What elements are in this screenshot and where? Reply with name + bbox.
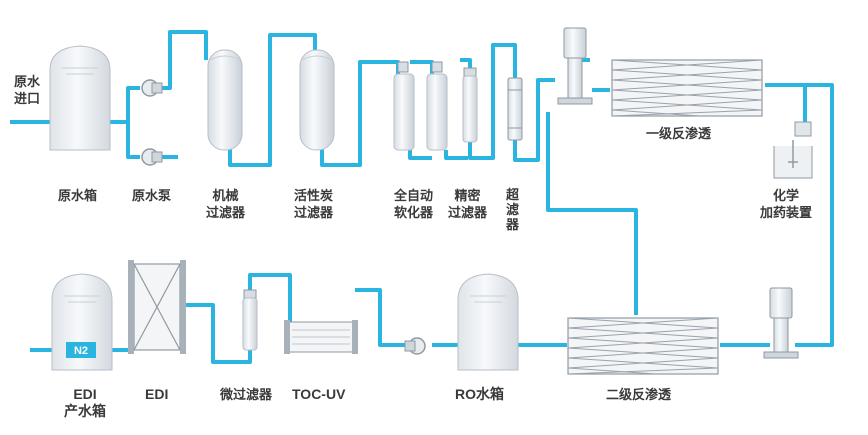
ro-pump-shape <box>404 337 426 355</box>
label-auto-softener: 全自动软化器 <box>394 189 434 221</box>
pipes <box>10 30 834 364</box>
label-raw-water-pump: 原水泵 <box>132 189 172 204</box>
label-chemical-dosing: 化学加药装置 <box>760 189 813 221</box>
ultra-filter-shape <box>507 77 523 141</box>
label-ultra-filter: 超滤器 <box>506 188 520 233</box>
booster-pump-2-shape <box>763 287 799 359</box>
label-second-stage-ro: 二级反渗透 <box>606 388 672 403</box>
raw-water-pump-shapes <box>141 79 163 166</box>
ro-tank-shape <box>457 273 519 371</box>
micro-filter-shape <box>242 289 258 351</box>
label-edi: EDI <box>145 386 169 402</box>
n2-badge-box <box>66 342 96 358</box>
auto-softener-shape <box>393 61 448 151</box>
label-mechanical-filter: 机械过滤器 <box>206 189 246 221</box>
edi-module-shape <box>128 260 186 354</box>
label-toc-uv: TOC-UV <box>292 386 346 402</box>
second-stage-ro-shape <box>567 317 719 375</box>
label-raw-water-inlet: 原水进口 <box>14 75 41 107</box>
mechanical-filter-shape <box>207 49 243 151</box>
n2-badge: N2 <box>74 345 88 357</box>
label-precision-filter: 精密过滤器 <box>448 189 488 221</box>
booster-pump-1-shape <box>557 27 593 105</box>
precision-filter-shape <box>462 67 478 143</box>
label-first-stage-ro: 一级反渗透 <box>646 127 712 142</box>
activated-carbon-filter-shape <box>299 49 335 151</box>
toc-uv-shape <box>284 320 358 354</box>
label-ro-tank: RO水箱 <box>455 386 504 402</box>
first-stage-ro-shape <box>611 59 763 117</box>
chemical-dosing-shape <box>773 121 813 179</box>
label-micro-filter: 微过滤器 <box>220 388 273 403</box>
label-activated-carbon-filter: 活性炭过滤器 <box>294 189 334 221</box>
label-raw-water-tank: 原水箱 <box>58 189 98 204</box>
raw-water-tank-shape <box>49 45 111 151</box>
